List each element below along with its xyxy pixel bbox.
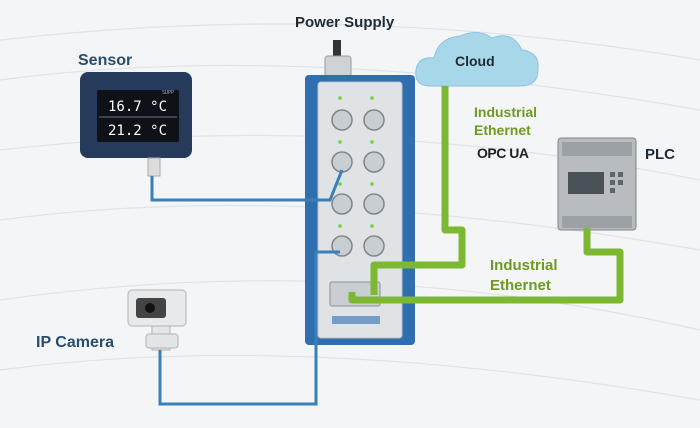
ip-camera-label: IP Camera	[36, 334, 114, 351]
blue-cables	[150, 169, 344, 406]
power-connector	[324, 55, 352, 79]
status-led	[338, 140, 342, 144]
status-led	[338, 182, 342, 186]
sensor-reading-1: 16.7 °C	[108, 99, 168, 115]
plc-label: PLC	[645, 146, 675, 163]
sensor-device	[80, 72, 192, 177]
sensor-reading-2: 21.2 °C	[108, 123, 168, 139]
power-cable	[333, 40, 341, 60]
status-led	[338, 96, 342, 100]
status-led	[370, 96, 374, 100]
status-led	[370, 140, 374, 144]
status-led	[338, 224, 342, 228]
switch-port	[363, 151, 385, 173]
switch-port	[331, 109, 353, 131]
industrial-ethernet-bottom-label: Industrial Ethernet	[490, 257, 558, 294]
sensor-brand-text: SUPP	[162, 90, 175, 96]
cloud-shape	[415, 32, 539, 87]
ip-camera-device	[127, 289, 187, 351]
green-cables	[348, 86, 624, 304]
cloud-ethernet-cable	[370, 86, 466, 295]
switch-port	[363, 235, 385, 257]
cloud-label: Cloud	[455, 53, 495, 69]
status-led	[370, 224, 374, 228]
switch-port	[331, 193, 353, 215]
sensor-label: Sensor	[78, 52, 133, 69]
sensor-cable	[150, 169, 344, 202]
status-led	[370, 182, 374, 186]
switch-port	[363, 109, 385, 131]
camera-cable	[158, 250, 340, 406]
ethernet-switch	[305, 75, 415, 345]
power-supply-label: Power Supply	[295, 14, 395, 31]
plc-ethernet-cable	[348, 228, 624, 304]
switch-port	[363, 193, 385, 215]
industrial-ethernet-top-label: Industrial Ethernet	[474, 104, 538, 138]
opc-ua-label: OPC UA	[477, 145, 529, 161]
switch-port	[331, 151, 353, 173]
plc-device	[557, 137, 637, 231]
switch-logo	[332, 316, 380, 324]
